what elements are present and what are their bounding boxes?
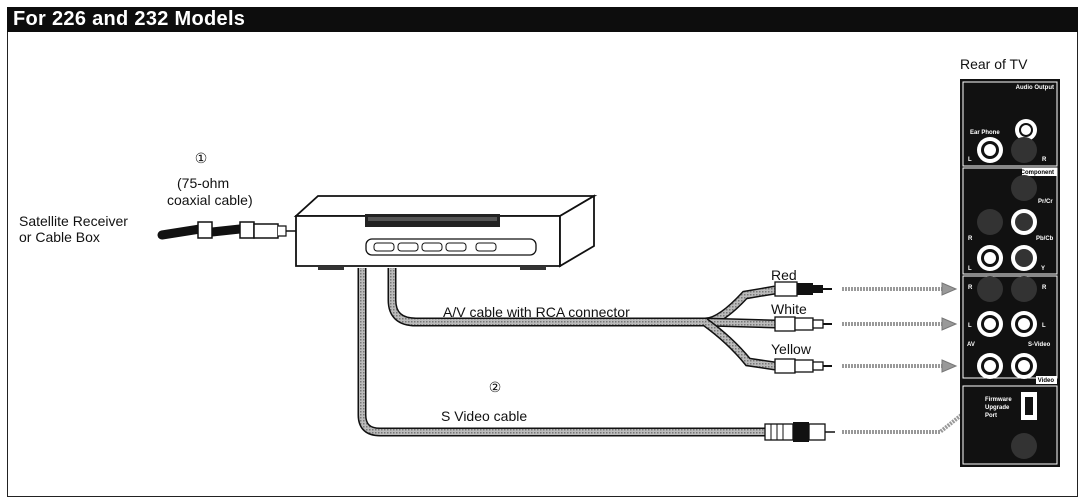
coax-label-line2: coaxial cable) xyxy=(167,192,253,208)
firmware-label-line1: Firmware xyxy=(985,397,1012,403)
rear-of-tv-label: Rear of TV xyxy=(960,56,1028,72)
audio-out-l-label: L xyxy=(968,157,972,163)
av-r2-label: R xyxy=(1042,285,1047,291)
component-y-label: Y xyxy=(1041,266,1045,272)
component-l-label: L xyxy=(968,266,972,272)
svideo-port-label: S-Video xyxy=(1028,342,1051,348)
ear-phone-label: Ear Phone xyxy=(970,130,1000,136)
av-l1-label: L xyxy=(968,323,972,329)
av-cable-label: A/V cable with RCA connector xyxy=(443,304,630,320)
audio-output-label: Audio Output xyxy=(1016,85,1054,91)
source-label-line2: or Cable Box xyxy=(19,229,100,245)
source-label-line1: Satellite Receiver xyxy=(19,213,128,229)
receiver-box xyxy=(293,194,598,270)
av-label: AV xyxy=(967,342,975,348)
tv-rear-panel: Audio Output Ear Phone L R Component Pr/… xyxy=(960,79,1060,467)
av1-red-jack xyxy=(977,276,1003,302)
pr-cr-label: Pr/Cr xyxy=(1038,199,1053,205)
video-label: Video xyxy=(1038,378,1055,384)
rca-plug-red xyxy=(774,281,832,297)
av2-red-jack xyxy=(1011,276,1037,302)
white-label: White xyxy=(771,301,807,317)
red-label: Red xyxy=(771,267,797,283)
av-r1-label: R xyxy=(968,285,973,291)
pb-cb-label: Pb/Cb xyxy=(1036,236,1054,242)
page-title: For 226 and 232 Models xyxy=(7,7,1078,32)
svideo-cable-label: S Video cable xyxy=(441,408,527,424)
rca-plug-white xyxy=(774,316,832,332)
firmware-label-line2: Upgrade xyxy=(985,405,1010,411)
svideo-cable xyxy=(357,268,765,437)
svideo-plug xyxy=(764,422,835,442)
audio-out-right-jack xyxy=(1011,137,1037,163)
coax-label-line1: (75-ohm xyxy=(177,175,229,191)
rca-plug-yellow xyxy=(774,358,832,374)
component-label: Component xyxy=(1021,170,1054,176)
component-r-label: R xyxy=(968,236,973,242)
step-1-marker: ① xyxy=(195,150,208,166)
yellow-label: Yellow xyxy=(771,341,812,357)
av-l2-label: L xyxy=(1042,323,1046,329)
firmware-label-line3: Port xyxy=(985,413,997,419)
audio-out-r-label: R xyxy=(1042,157,1047,163)
step-2-marker: ② xyxy=(489,379,502,395)
coaxial-cable xyxy=(157,221,300,240)
av-cable xyxy=(387,268,776,371)
